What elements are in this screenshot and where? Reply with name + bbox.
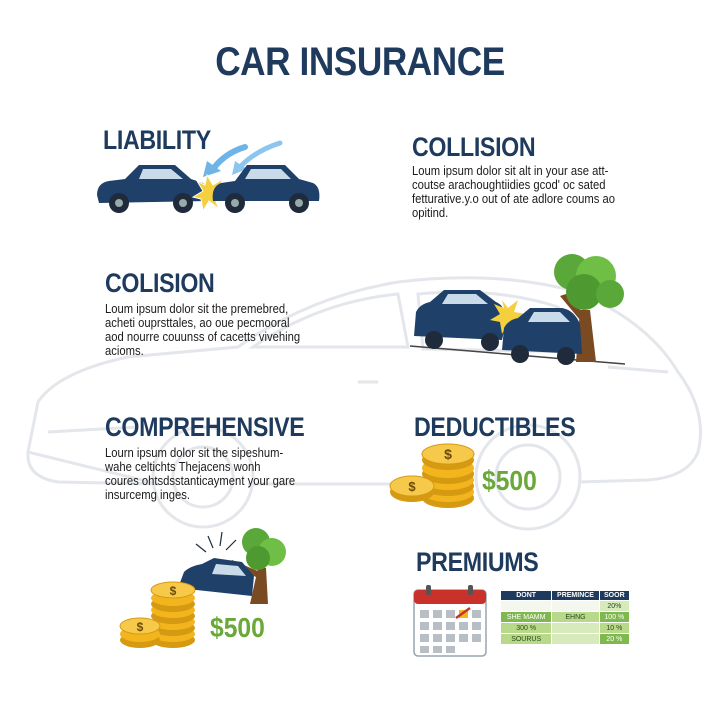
comprehensive-amount: $500 (210, 612, 265, 643)
comprehensive-tree-car-icon: $ $ (119, 528, 286, 648)
table-cell: 100 % (598, 611, 631, 623)
svg-text:$: $ (408, 479, 416, 494)
svg-text:$: $ (444, 446, 452, 462)
table-cell: 20 % (598, 633, 631, 645)
calendar-icon (413, 585, 487, 657)
colision-title: COLISION (105, 268, 215, 298)
table-cell (551, 633, 600, 645)
table-cell (551, 622, 600, 634)
car-crash-icon (97, 140, 320, 213)
table-cell (499, 600, 553, 612)
coin-stack-icon: $ $ (389, 443, 475, 508)
premiums-table: DONT PREMINCE SOOR 20% SHE MAMM EHNG 100… (499, 590, 631, 645)
column-header: PREMINCE (551, 590, 600, 601)
table-cell: SOURUS (499, 633, 553, 645)
table-header-row: DONT PREMINCE SOOR (499, 590, 631, 601)
svg-text:$: $ (137, 620, 144, 634)
table-row: SOURUS 20 % (499, 633, 631, 645)
column-header: DONT (499, 590, 553, 601)
column-header: SOOR (598, 590, 631, 601)
comprehensive-title: COMPREHENSIVE (105, 412, 305, 442)
table-row: 300 % 10 % (499, 622, 631, 634)
svg-text:$: $ (170, 584, 177, 598)
table-cell (551, 600, 600, 612)
table-cell: 10 % (598, 622, 631, 634)
table-cell: 20% (598, 600, 631, 612)
colision-description: Loum ipsum dolor sit the premebred, ache… (105, 302, 301, 358)
page-title: CAR INSURANCE (215, 40, 505, 84)
table-row: 20% (499, 600, 631, 612)
collision-title: COLLISION (412, 132, 536, 162)
deductible-amount: $500 (482, 465, 537, 496)
table-cell: 300 % (499, 622, 553, 634)
table-cell: EHNG (551, 611, 600, 623)
comprehensive-description: Lourn ipsum dolor sit the sipeshum- wahe… (105, 446, 296, 502)
deductibles-title: DEDUCTIBLES (414, 412, 576, 442)
premiums-title: PREMIUMS (416, 547, 539, 577)
tree-crash-icon (410, 254, 626, 365)
table-cell: SHE MAMM (499, 611, 553, 623)
liability-title: LIABILITY (103, 125, 211, 155)
table-row: SHE MAMM EHNG 100 % (499, 611, 631, 623)
collision-description: Loum ipsum dolor sit alt in your ase att… (412, 164, 616, 220)
